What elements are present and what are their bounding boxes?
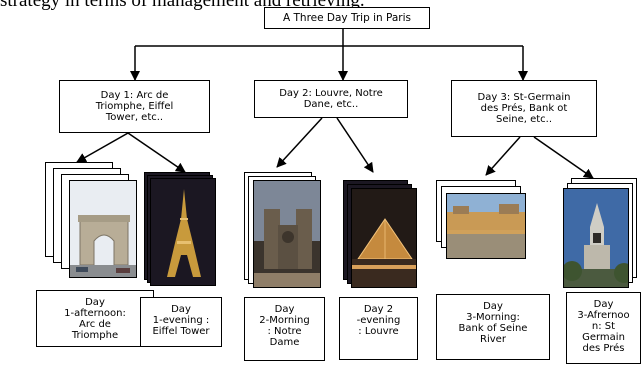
caption-day1-evening: Day 1-evening : Eiffel Tower <box>140 297 222 347</box>
caption-day3-morning: Day 3-Morning: Bank of Seine River <box>436 294 550 360</box>
photo-stack-arc-de-triomphe <box>45 162 137 280</box>
day3-node: Day 3: St-Germain des Prés, Bank ot Sein… <box>451 80 597 137</box>
seine-image <box>447 194 525 258</box>
arc-de-triomphe-photo <box>69 180 137 278</box>
arrow-day2-photo2 <box>336 117 374 173</box>
caption-day2-morning: Day 2-Morning : Notre Dame <box>244 297 325 361</box>
caption-day1-afternoon: Day 1-afternoon: Arc de Triomphe <box>36 290 154 347</box>
photo-stack-notre-dame <box>244 172 322 290</box>
day1-node: Day 1: Arc de Triomphe, Eiffel Tower, et… <box>59 80 210 133</box>
louvre-image <box>352 189 416 287</box>
photo-stack-eiffel-tower <box>144 172 216 287</box>
louvre-pyramid-night-photo <box>351 188 417 288</box>
caption-day3-afternoon: Day 3-Afrernoo n: St Germain des Prés <box>566 292 641 364</box>
photo-stack-louvre <box>343 180 418 290</box>
day2-node: Day 2: Louvre, Notre Dane, etc.. <box>254 80 408 118</box>
arrow-day3-photo1 <box>485 136 521 176</box>
notre-dame-image <box>254 181 320 287</box>
st-germain-image <box>564 189 628 287</box>
st-germain-church-photo <box>563 188 629 288</box>
photo-stack-seine <box>436 180 526 280</box>
notre-dame-photo <box>253 180 321 288</box>
eiffel-tower-image <box>151 179 215 285</box>
arrow-day1-photo2 <box>127 132 186 173</box>
arc-de-triomphe-image <box>70 181 136 277</box>
photo-stack-st-germain <box>563 178 641 290</box>
intro-text: strategy in terms of management and retr… <box>0 0 365 11</box>
arrow-day2-photo1 <box>276 117 323 168</box>
arrow-day3-photo2 <box>533 136 594 179</box>
caption-day2-evening: Day 2 -evening : Louvre <box>339 297 418 360</box>
seine-riverbank-photo <box>446 193 526 259</box>
root-node: A Three Day Trip in Paris <box>264 7 430 29</box>
eiffel-tower-night-photo <box>150 178 216 286</box>
arrow-day1-photo1 <box>76 132 129 163</box>
